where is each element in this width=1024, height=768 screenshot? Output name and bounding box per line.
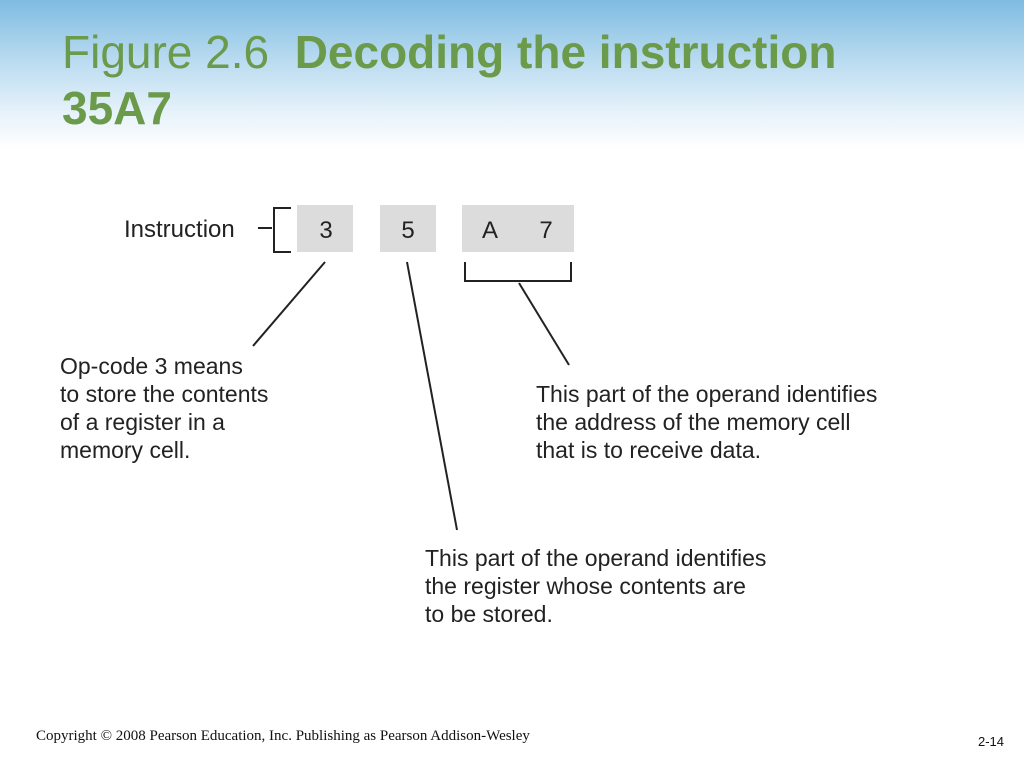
opcode-note-line: memory cell. [60, 437, 190, 463]
copyright-footer: Copyright © 2008 Pearson Education, Inc.… [36, 728, 530, 744]
register-note-line: the register whose contents are [425, 573, 746, 599]
page-number: 2-14 [977, 734, 1004, 749]
cell-digit-3: A [482, 217, 498, 244]
register-pointer [406, 261, 458, 531]
address-note-line: This part of the operand identifies [536, 381, 877, 407]
register-note-line: This part of the operand identifies [425, 545, 766, 571]
cell-digit-4: 7 [539, 217, 552, 244]
title-prefix: Figure 2.6 [62, 26, 270, 78]
opcode-note-line: Op-code 3 means [60, 353, 243, 379]
register-note: This part of the operand identifies the … [425, 545, 766, 627]
cell-digit-2: 5 [401, 217, 414, 244]
instruction-bracket [273, 207, 291, 253]
title-bold-line2: 35A7 [62, 82, 172, 134]
opcode-note-line: of a register in a [60, 409, 225, 435]
address-note: This part of the operand identifies the … [536, 381, 877, 463]
slide-title: Figure 2.6 Decoding the instruction 35A7 [62, 24, 1002, 136]
header-band [0, 0, 1024, 150]
cell-opcode [297, 205, 353, 252]
instruction-label: Instruction [124, 216, 235, 243]
cell-register [380, 205, 436, 252]
cell-address [462, 205, 574, 252]
address-bracket [464, 262, 572, 282]
address-note-line: the address of the memory cell [536, 409, 850, 435]
address-note-line: that is to receive data. [536, 437, 761, 463]
opcode-note-line: to store the contents [60, 381, 268, 407]
cell-digit-1: 3 [319, 217, 332, 244]
address-pointer [518, 282, 570, 366]
title-bold-line1: Decoding the instruction [294, 26, 837, 78]
register-note-line: to be stored. [425, 601, 553, 627]
opcode-note: Op-code 3 means to store the contents of… [60, 353, 268, 463]
opcode-pointer [252, 261, 326, 347]
